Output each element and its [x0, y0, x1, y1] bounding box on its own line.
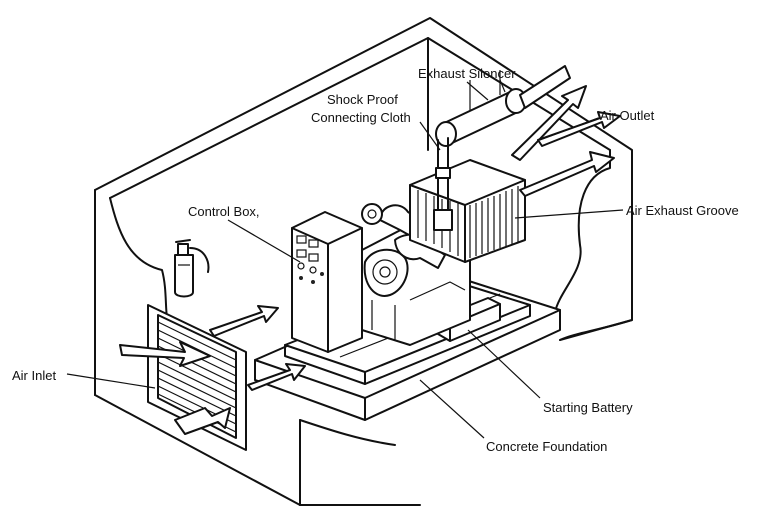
- leader-shock-proof: [419, 121, 441, 151]
- fire-extinguisher-icon: [174, 239, 210, 298]
- label-exhaust-silencer: Exhaust Silencer: [418, 66, 516, 81]
- leader-exhaust-silencer-2: [499, 79, 506, 93]
- label-starting-battery: Starting Battery: [543, 400, 633, 415]
- label-shock-proof-line2: Connecting Cloth: [311, 110, 411, 125]
- leader-lines: [66, 79, 624, 439]
- room-enclosure: [94, 17, 633, 506]
- label-air-outlet: Air Outlet: [600, 108, 655, 123]
- leader-exhaust-silencer: [466, 81, 489, 101]
- label-control-box: Control Box,: [188, 204, 260, 219]
- leader-starting-battery: [467, 329, 541, 399]
- leader-air-exhaust-groove: [514, 209, 624, 219]
- labels: Exhaust Silencer Shock Proof Connecting …: [12, 66, 739, 454]
- leader-air-outlet: [539, 117, 599, 141]
- label-air-exhaust-groove: Air Exhaust Groove: [626, 203, 739, 218]
- leader-air-inlet: [66, 373, 156, 389]
- label-air-inlet: Air Inlet: [12, 368, 56, 383]
- leader-control-box: [227, 219, 301, 263]
- exhaust-silencer: [433, 65, 571, 231]
- leader-concrete-foundation: [419, 379, 485, 439]
- radiator: [409, 159, 526, 263]
- airflow-arrows: [119, 85, 621, 435]
- label-concrete-foundation: Concrete Foundation: [486, 439, 607, 454]
- control-box: [291, 211, 363, 353]
- label-shock-proof-line1: Shock Proof: [327, 92, 398, 107]
